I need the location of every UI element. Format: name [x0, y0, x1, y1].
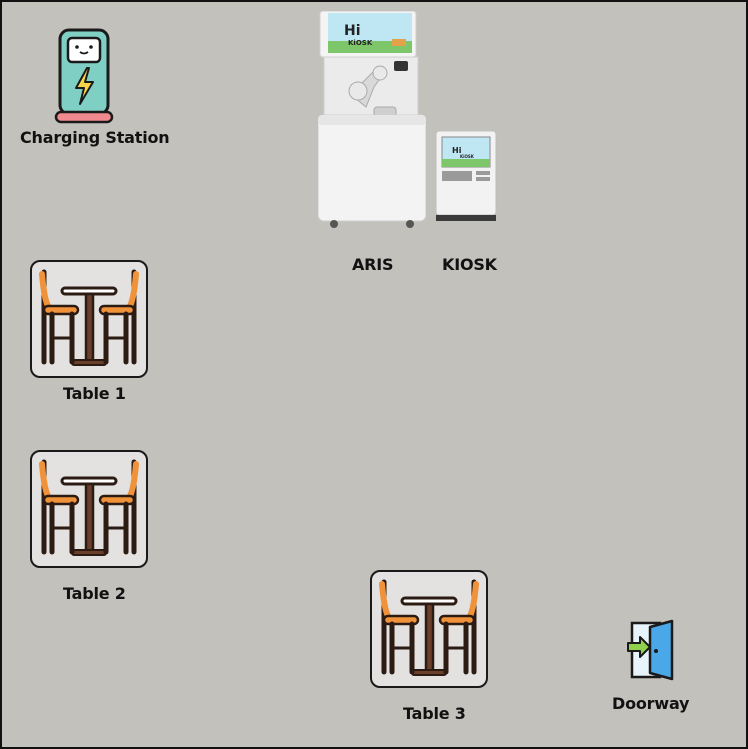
door-icon	[627, 619, 674, 681]
table-3[interactable]	[370, 570, 488, 688]
table-1-label: Table 1	[63, 384, 126, 403]
aris-screen-text: Hi	[344, 23, 361, 39]
kiosk-icon: Hi KiOSK	[435, 130, 497, 221]
aris-label: ARIS	[352, 255, 394, 274]
aris-robot-icon: Hi KiOSK	[317, 10, 427, 228]
doorway-label: Doorway	[612, 694, 690, 713]
kiosk-screen-subtext: KiOSK	[460, 154, 475, 159]
table-chairs-icon	[379, 579, 479, 676]
kiosk[interactable]: Hi KiOSK	[434, 130, 498, 223]
doorway[interactable]	[626, 619, 678, 683]
aris-robot[interactable]: Hi KiOSK	[317, 10, 427, 229]
table-2-label: Table 2	[63, 584, 126, 603]
charging-station[interactable]	[54, 28, 114, 124]
kiosk-label: KIOSK	[442, 255, 497, 274]
kiosk-screen-text: Hi	[452, 146, 462, 155]
table-1[interactable]	[30, 260, 148, 378]
table-chairs-icon	[39, 269, 139, 366]
table-3-label: Table 3	[403, 704, 466, 723]
aris-screen-subtext: KiOSK	[348, 39, 373, 47]
table-chairs-icon	[39, 459, 139, 556]
charging-station-label: Charging Station	[20, 128, 170, 147]
table-2[interactable]	[30, 450, 148, 568]
charging-station-icon	[54, 28, 114, 124]
